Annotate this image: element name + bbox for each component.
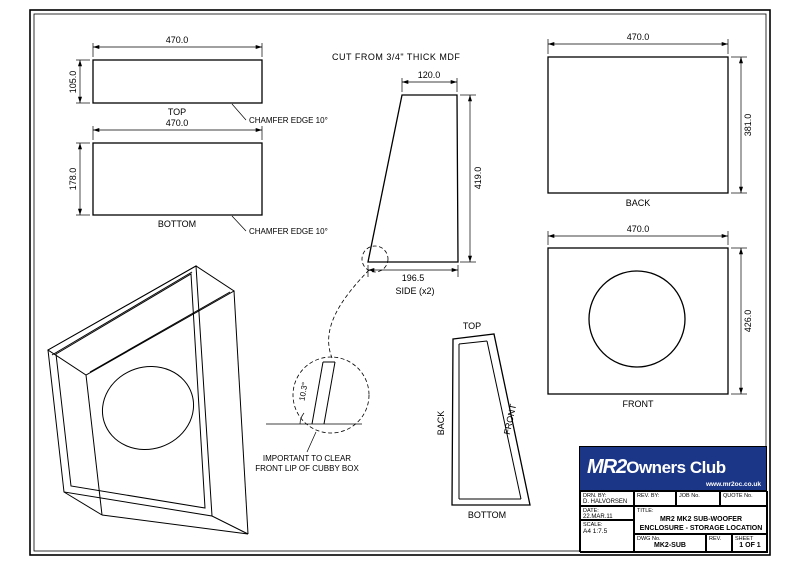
sheet-label: SHEET [735,536,754,542]
date-cell: DATE: 22.MAR.11 [580,506,634,520]
dwg-no-cell: DWG No. MK2-SUB [634,534,706,553]
label-back-panel: BACK [626,198,651,208]
speaker-hole [588,270,686,368]
iso-top-face [47,265,235,376]
view-assembled-profile: TOP BOTTOM BACK FRONT [436,321,531,520]
detail-angle: 10.3° [297,382,309,402]
view-isometric-wireframe [47,265,249,535]
scale-cell: SCALE: A4 1:7.5 [580,520,634,553]
rev-cell: REV. [706,534,732,553]
top-panel-outline [92,59,263,104]
detail-connector [328,269,370,359]
angle-arc [299,412,305,425]
logo-club: Owners Club [626,458,726,477]
sheet-border [29,9,771,556]
back-panel-outline [547,56,729,194]
detail-callout-circle [361,245,389,273]
leader-line [231,215,247,232]
scale-label: SCALE: [583,522,603,528]
leader-line [306,431,317,453]
rev-by-cell: REV. BY: [634,491,676,506]
quote-no-cell: QUOTE No. [720,491,768,506]
dim-back-width: 470.0 [627,32,650,42]
detail-note-line1: IMPORTANT TO CLEAR [263,454,351,463]
title-label: TITLE: [637,508,654,514]
dim-top-height: 105.0 [68,71,78,94]
view-back-panel: 470.0 381.0 BACK [547,32,753,208]
view-bottom-panel: 470.0 178.0 BOTTOM CHAMFER EDGE 10° [68,118,328,236]
profile-bottom-label: BOTTOM [468,510,506,520]
dwg-no-label: DWG No. [637,536,661,542]
mr2oc-logo-text: MR2Owners Club [587,456,726,479]
view-side-panel: 120.0 419.0 196.5 SIDE (x2) [328,70,483,359]
dwg-no-value: MK2-SUB [654,542,686,549]
date-label: DATE: [583,508,599,514]
chamfer-note-bottom: CHAMFER EDGE 10° [249,227,328,236]
leader-line [231,103,247,121]
profile-front-label: FRONT [502,403,518,436]
dim-bottom-height: 178.0 [68,168,78,191]
title-block: MR2Owners Club www.mr2oc.co.uk DRN. BY: … [579,446,768,553]
job-no-label: JOB No. [679,493,700,499]
logo-url: www.mr2oc.co.uk [705,481,761,488]
dim-side-top: 120.0 [418,70,441,80]
label-front-panel: FRONT [623,399,654,409]
scale-value: A4 1:7.5 [583,528,608,535]
sheet-cell: SHEET 1 OF 1 [732,534,768,553]
date-value: 22.MAR.11 [583,514,613,520]
view-corner-detail: 10.3° IMPORTANT TO CLEAR FRONT LIP OF CU… [255,356,370,473]
dim-top-width: 470.0 [166,35,189,45]
rev-label: REV. [709,536,722,542]
iso-speaker-hole [101,365,195,451]
drn-by-cell: DRN. BY: D. HALVORSEN [580,491,634,506]
material-note: CUT FROM 3/4" THICK MDF [332,52,460,62]
dim-front-width: 470.0 [627,224,650,234]
bottom-panel-outline [92,142,263,216]
drawing-title-line1: MR2 MK2 SUB-WOOFER [659,516,743,523]
detail-note-line2: FRONT LIP OF CUBBY BOX [255,464,359,473]
dim-back-height: 381.0 [743,114,753,137]
dim-side-height: 419.0 [473,167,483,190]
label-top-panel: TOP [168,107,186,117]
profile-outline [451,333,531,506]
chamfer-note-top: CHAMFER EDGE 10° [249,116,328,125]
front-panel-outline [547,247,729,395]
view-top-panel: 470.0 105.0 TOP CHAMFER EDGE 10° [68,35,328,125]
rev-by-label: REV. BY: [637,493,660,499]
iso-front-face-inner [55,273,206,509]
dim-side-bottom: 196.5 [402,273,425,283]
quote-no-label: QUOTE No. [723,493,753,499]
logo-mr2: MR2 [587,456,627,478]
mr2oc-logo: MR2Owners Club www.mr2oc.co.uk [580,447,766,491]
label-side-panel: SIDE (x2) [395,286,434,296]
side-panel-outline [367,94,459,263]
drn-by-label: DRN. BY: [583,493,607,499]
job-no-cell: JOB No. [676,491,720,506]
drawing-title-line2: ENCLOSURE - STORAGE LOCATION [639,525,763,532]
profile-back-label: BACK [436,411,446,436]
title-cell: TITLE: MR2 MK2 SUB-WOOFER ENCLOSURE - ST… [634,506,768,534]
dim-bottom-width: 470.0 [166,118,189,128]
view-front-panel: 470.0 426.0 FRONT [547,224,753,409]
label-bottom-panel: BOTTOM [158,219,196,229]
detail-view-circle [292,356,370,434]
profile-top-label: TOP [463,321,481,331]
drn-by-value: D. HALVORSEN [583,499,628,505]
sheet-value: 1 OF 1 [739,542,761,549]
dim-front-height: 426.0 [743,310,753,333]
